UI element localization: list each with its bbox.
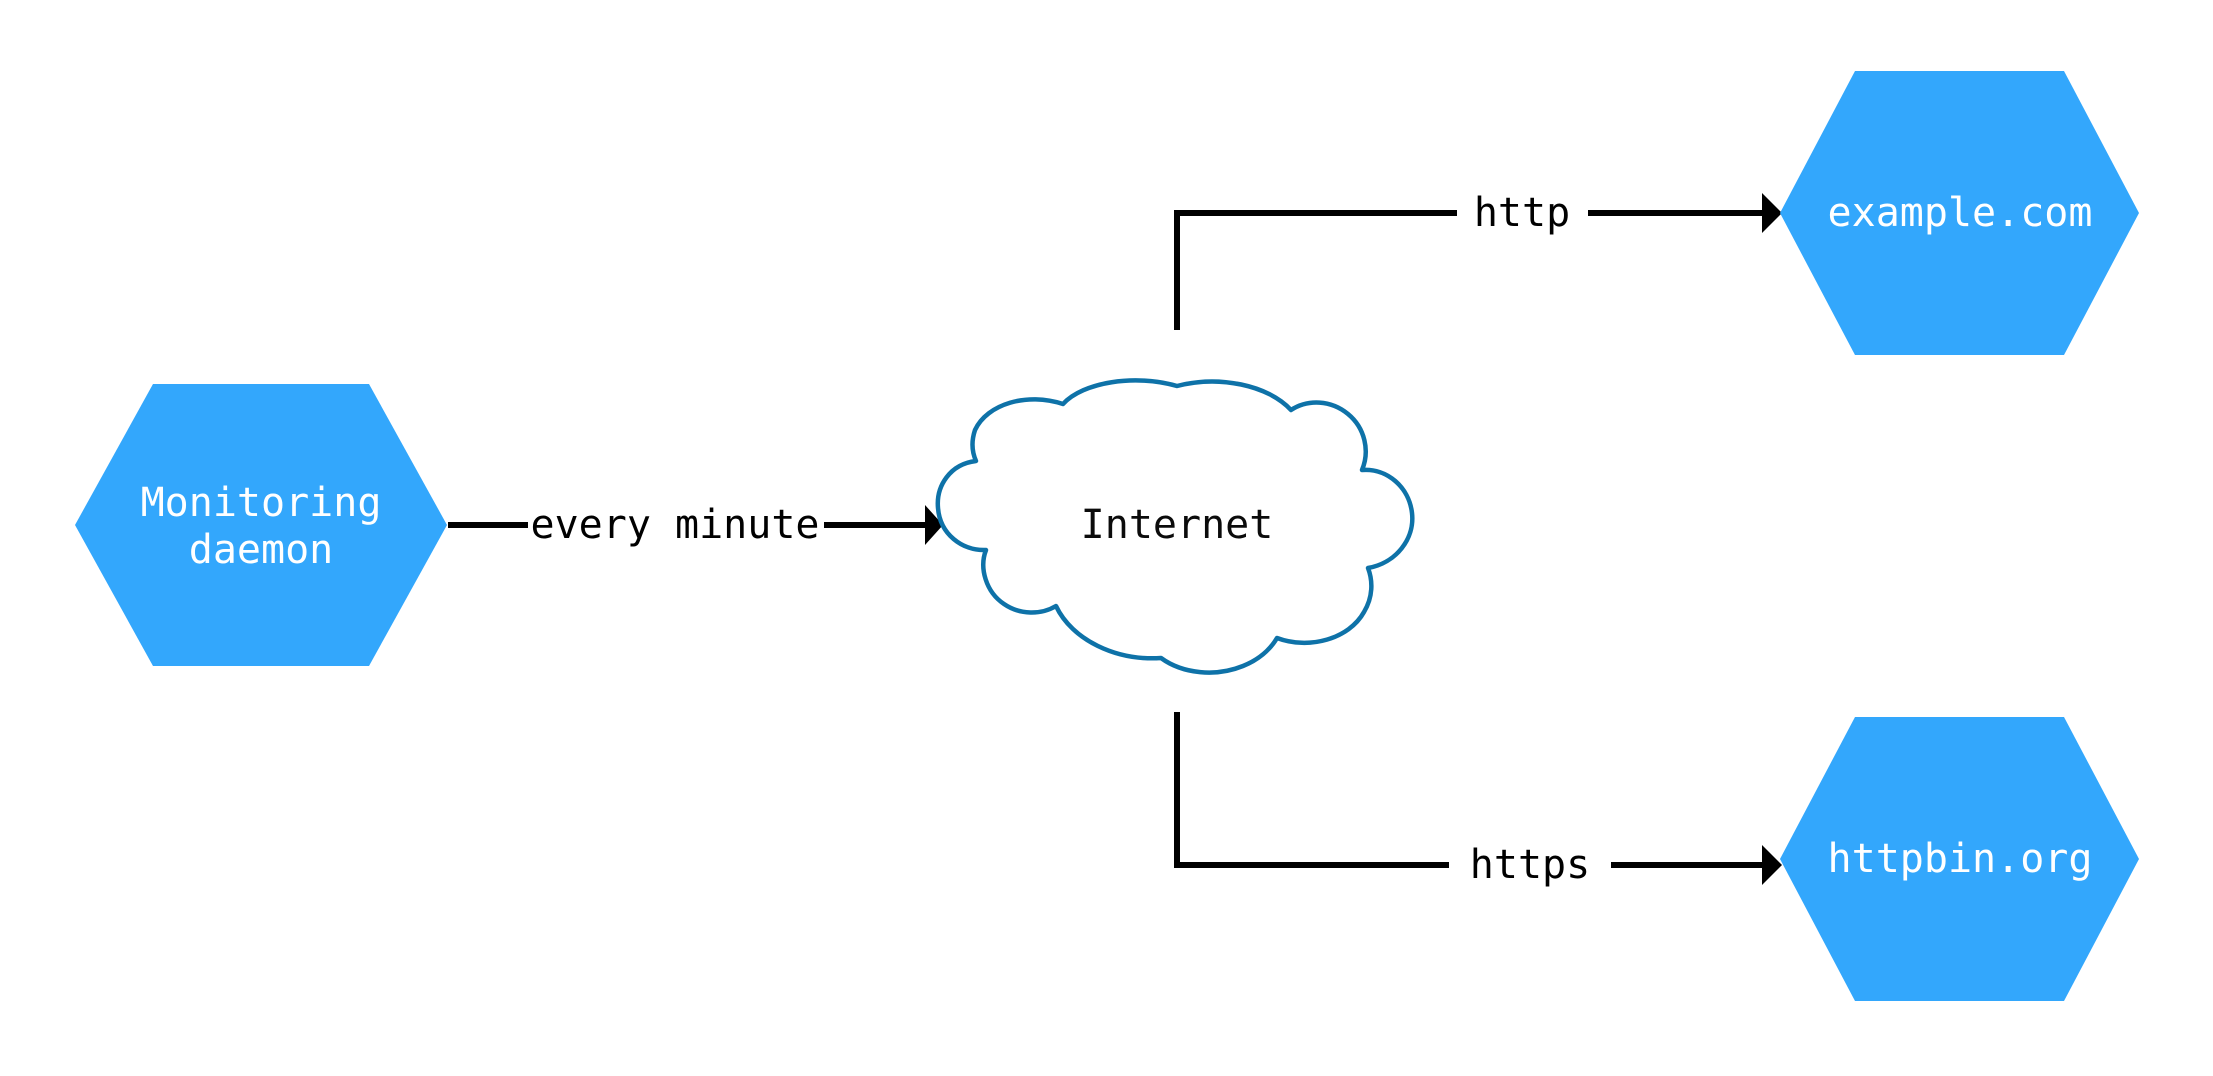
node-httpbin-org[interactable]: httpbin.org xyxy=(1780,717,2139,1001)
node-label-line1: Monitoring xyxy=(141,480,382,526)
node-example-com[interactable]: example.com xyxy=(1780,71,2139,355)
node-internet[interactable]: Internet xyxy=(935,378,1415,675)
arrow-head-icon xyxy=(1762,845,1782,885)
hexagon-shape xyxy=(1780,717,2139,1001)
arrow-head-icon xyxy=(925,505,943,545)
edge-daemon-to-internet[interactable]: every minute xyxy=(448,502,943,548)
edge-internet-to-httpbin[interactable]: https xyxy=(1174,712,1782,888)
hexagon-shape xyxy=(75,384,447,666)
node-label-httpbin-org: httpbin.org xyxy=(1828,836,2093,882)
edge-elbow-segment-down xyxy=(1174,712,1449,868)
edge-internet-to-example[interactable]: http xyxy=(1174,190,1782,330)
cloud-shape xyxy=(935,378,1415,675)
hexagon-shape xyxy=(1780,71,2139,355)
node-label-line2: daemon xyxy=(189,527,334,573)
edge-elbow-segment-up xyxy=(1174,210,1457,330)
edge-label-https: https xyxy=(1470,842,1590,888)
edge-label-every-minute: every minute xyxy=(531,502,820,548)
node-monitoring-daemon[interactable]: Monitoring daemon xyxy=(75,384,447,666)
node-label-example-com: example.com xyxy=(1828,190,2093,236)
arrow-head-icon xyxy=(1762,193,1782,233)
node-label-internet: Internet xyxy=(1081,502,1274,548)
edge-label-http: http xyxy=(1474,190,1570,236)
